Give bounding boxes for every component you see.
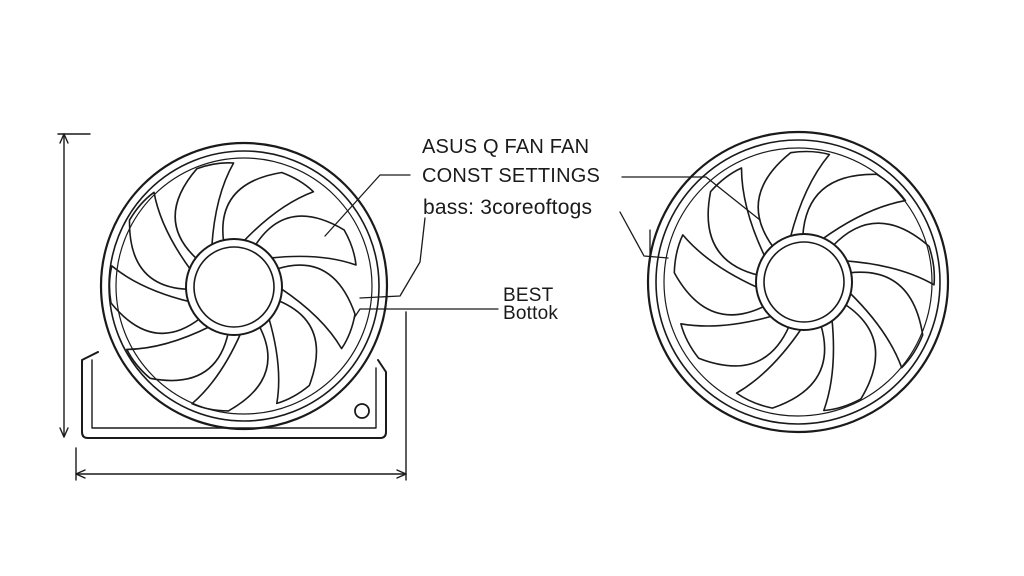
right-fan-mid-ring [656,140,940,424]
left-fan-blade [269,301,317,404]
left-fan-blades [109,163,356,411]
left-fan-blade [276,265,355,349]
left-fan-hub-outer [186,239,282,335]
width-dimension [76,312,406,480]
right-fan-blade [824,304,876,411]
leader-lines [325,175,760,318]
left-fan-blade [127,326,229,380]
right-fan-hub-outer [756,234,852,330]
right-fan-blade [758,151,829,247]
bottom-label: Bottok [503,303,559,324]
left-fan-hub-inner [194,247,274,327]
basis-label: bass: 3coreoftogs [423,196,593,219]
left-fan-frame-inner [92,360,376,428]
right-fan-blade [674,235,765,315]
left-fan-blade [109,266,200,333]
title-label: ASUS Q FAN FAN [422,136,590,158]
right-fan-blade [803,174,906,239]
right-fan-blade [681,316,790,366]
right-fan-blade [737,325,825,408]
left-fan-outer-ring [101,143,387,429]
left-fan-blade [255,216,356,265]
left-fan-blade [192,326,268,411]
right-fan-outer-ring [648,132,948,432]
left-fan-mount-hole [355,404,369,418]
left-fan-blade [223,173,314,243]
right-fan-hub-inner [764,242,844,322]
left-fan-blade [129,192,191,289]
best-label: BEST [503,285,554,306]
right-fan-inner-ring [664,148,932,416]
subtitle-label: CONST SETTINGS [422,165,601,187]
right-fan-blade [708,168,765,275]
left-fan-frame [82,352,386,438]
right-fan-blade [833,223,935,285]
left-fan-inner-ring [116,158,372,414]
right-fan-blade [849,272,923,367]
left-fan [82,143,387,438]
height-dimension [58,134,90,437]
left-fan-blade [175,163,233,259]
